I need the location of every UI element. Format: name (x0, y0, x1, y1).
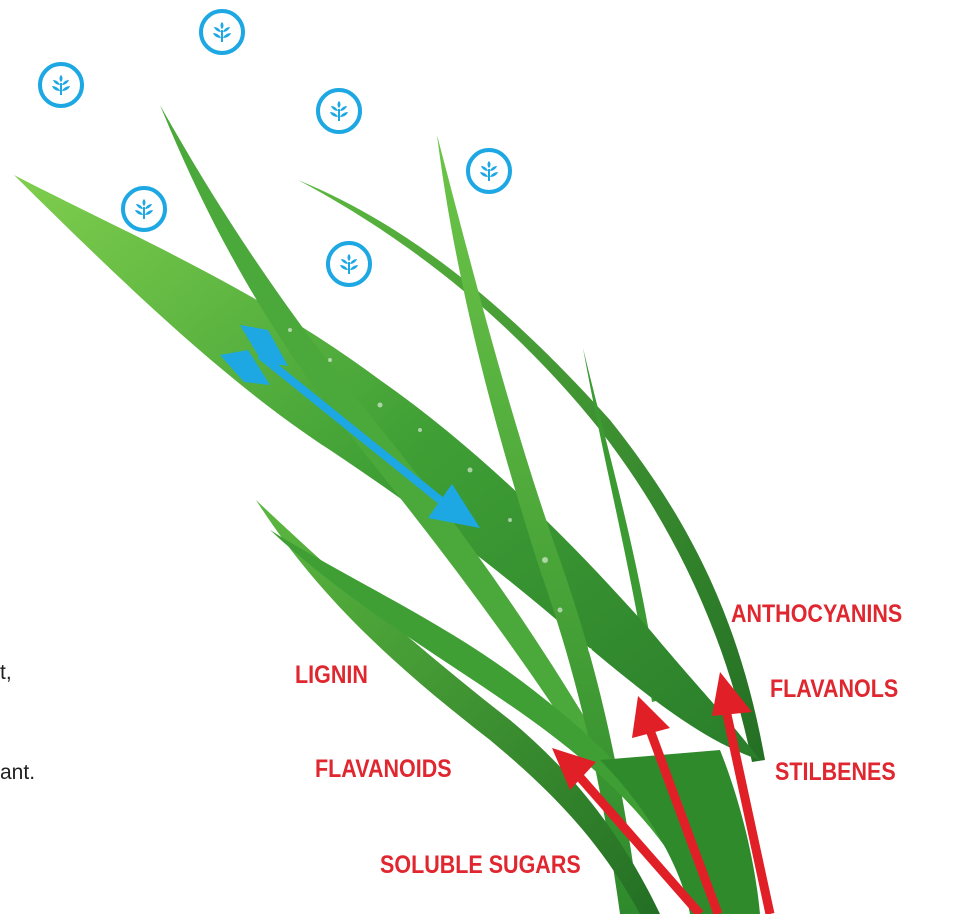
sprout-badge-icon (326, 241, 372, 287)
sprout-badge-icon (121, 186, 167, 232)
label-soluble-sugars: SOLUBLE SUGARS (380, 853, 581, 878)
text-fragment: ant. (0, 762, 35, 783)
label-anthocyanins: ANTHOCYANINS (731, 602, 902, 627)
label-lignin: LIGNIN (295, 663, 368, 688)
label-flavanols: FLAVANOLS (770, 677, 898, 702)
sprout-badge-icon (466, 148, 512, 194)
sprout-badge-icon (38, 62, 84, 108)
sprout-badge-icon (316, 88, 362, 134)
text-fragment: t, (0, 662, 12, 683)
label-stilbenes: STILBENES (775, 760, 896, 785)
label-flavanoids: FLAVANOIDS (315, 757, 452, 782)
leaf-tall-left (160, 105, 610, 770)
sprout-badge-icon (199, 9, 245, 55)
